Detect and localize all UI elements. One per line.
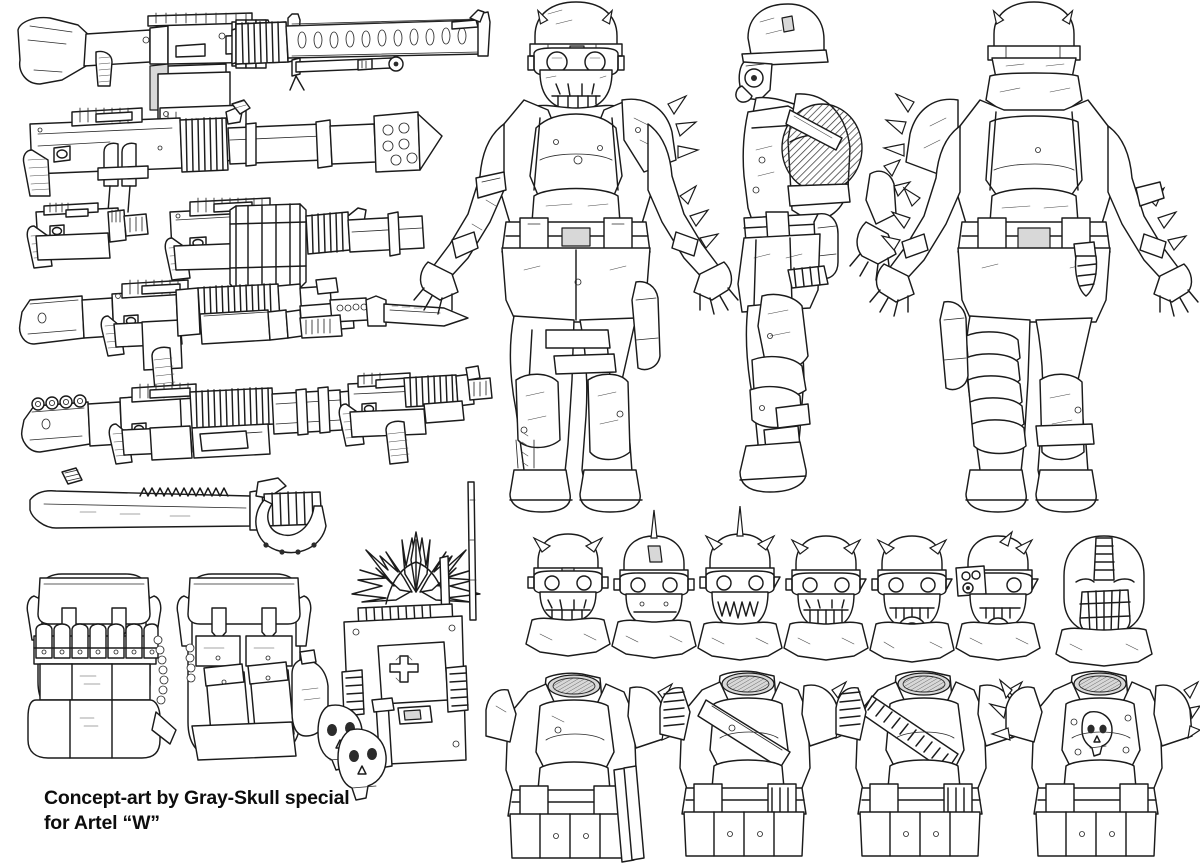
mg-bipod	[289, 56, 404, 91]
front-left-arm	[413, 123, 507, 315]
torso-variant-2	[659, 670, 856, 857]
torso-variants-row	[485, 670, 1200, 863]
weapon-machine-pistol	[338, 365, 493, 465]
torso-4-pauldron-left	[988, 678, 1043, 743]
front-goggles	[527, 47, 625, 77]
ammo-canister	[27, 699, 161, 759]
front-boots	[509, 431, 643, 513]
head-variant-3	[697, 505, 783, 661]
torso-4-skull-emblem	[1081, 710, 1113, 757]
vox-display-panel	[377, 641, 449, 705]
figure-front-view	[413, 1, 739, 513]
front-leg-holster	[631, 280, 661, 371]
head-variant-1	[525, 533, 611, 657]
back-boots	[965, 469, 1099, 513]
pouch-pack-side-loops	[185, 643, 196, 683]
gear-vox-backpack	[317, 481, 481, 801]
back-legs	[965, 315, 1095, 501]
side-legs	[745, 293, 811, 471]
head-variant-4	[783, 535, 869, 661]
chaos-star-icon	[351, 531, 481, 605]
vox-side-vents-right	[445, 665, 469, 713]
rifle-bayonet	[365, 295, 469, 327]
figure-side-view	[735, 3, 912, 493]
mp-foregrip	[385, 420, 410, 465]
side-mag-pouch	[787, 265, 829, 289]
machete-serrations	[139, 487, 229, 497]
torso-1-rods	[613, 765, 645, 863]
torso-1-belt	[507, 785, 633, 819]
weapon-serrated-machete	[29, 467, 327, 555]
head-variant-6	[955, 530, 1041, 661]
torso-variant-1	[485, 672, 682, 863]
artwork-caption: Concept-art by Gray-Skull special for Ar…	[44, 787, 350, 834]
vox-antenna	[467, 481, 477, 621]
flamer-corrugated-hose	[179, 117, 229, 173]
vox-trophy-skulls	[317, 704, 387, 801]
side-respirator	[735, 61, 773, 103]
back-leg-holster	[939, 300, 969, 391]
torso-variant-4	[988, 670, 1200, 857]
head-variant-2	[611, 509, 697, 659]
gl-corrugated-section	[305, 211, 351, 255]
weapon-assault-rifle-bayonet	[18, 277, 469, 403]
torso-4-pauldron-right	[1153, 680, 1200, 747]
shotgun-fins	[189, 387, 275, 429]
back-torso	[955, 99, 1113, 231]
flamer-muzzle-block	[373, 111, 421, 173]
head-7-respirator-grille	[1079, 589, 1131, 637]
back-grenade	[1073, 241, 1098, 297]
head-variants-row	[525, 505, 1153, 667]
head-6-optic-rig	[955, 565, 987, 597]
torso-1-pauldron-left	[485, 688, 517, 743]
torso-2-pauldron-left	[659, 686, 691, 741]
back-left-arm	[869, 125, 961, 317]
back-right-arm	[1107, 125, 1199, 317]
front-legs	[509, 315, 637, 501]
head-7-crest	[1093, 537, 1115, 581]
torso-4-belt	[1033, 783, 1159, 817]
weapon-flamer-heavy	[22, 99, 443, 213]
machete-grip	[263, 491, 323, 527]
grenade-drum-magazine	[229, 203, 307, 291]
torso-3-belt	[857, 783, 983, 817]
head-variant-5	[869, 535, 955, 663]
head-variant-7	[1055, 535, 1153, 667]
pouch-pack-canteen	[291, 649, 329, 737]
weapon-autopistol	[26, 202, 149, 269]
mg-cooling-shroud	[235, 21, 289, 65]
ammo-belt-row	[33, 623, 159, 665]
torso-2-belt	[681, 783, 807, 817]
vox-side-vents-left	[341, 669, 365, 717]
front-torso-armour	[499, 99, 653, 231]
shotgun-shell-holders	[31, 394, 87, 411]
vox-body	[341, 603, 469, 769]
front-right-arm	[647, 123, 739, 315]
mg-barrel-vents	[297, 27, 467, 49]
gear-ammo-backpack	[26, 573, 177, 759]
torso-3-pauldron-left	[835, 686, 867, 741]
side-arm-fragment	[849, 158, 912, 281]
figure-back-view	[869, 1, 1199, 513]
gear-pouch-backpack	[176, 573, 329, 761]
weapon-grenade-launcher	[164, 197, 425, 291]
torso-variant-3	[835, 670, 1032, 857]
ammo-side-chain	[153, 635, 169, 705]
back-leg-wraps	[965, 331, 1027, 455]
front-belt-webbing	[501, 217, 651, 253]
front-skull-face	[539, 69, 613, 111]
machete-knuckle-guard	[255, 499, 327, 555]
